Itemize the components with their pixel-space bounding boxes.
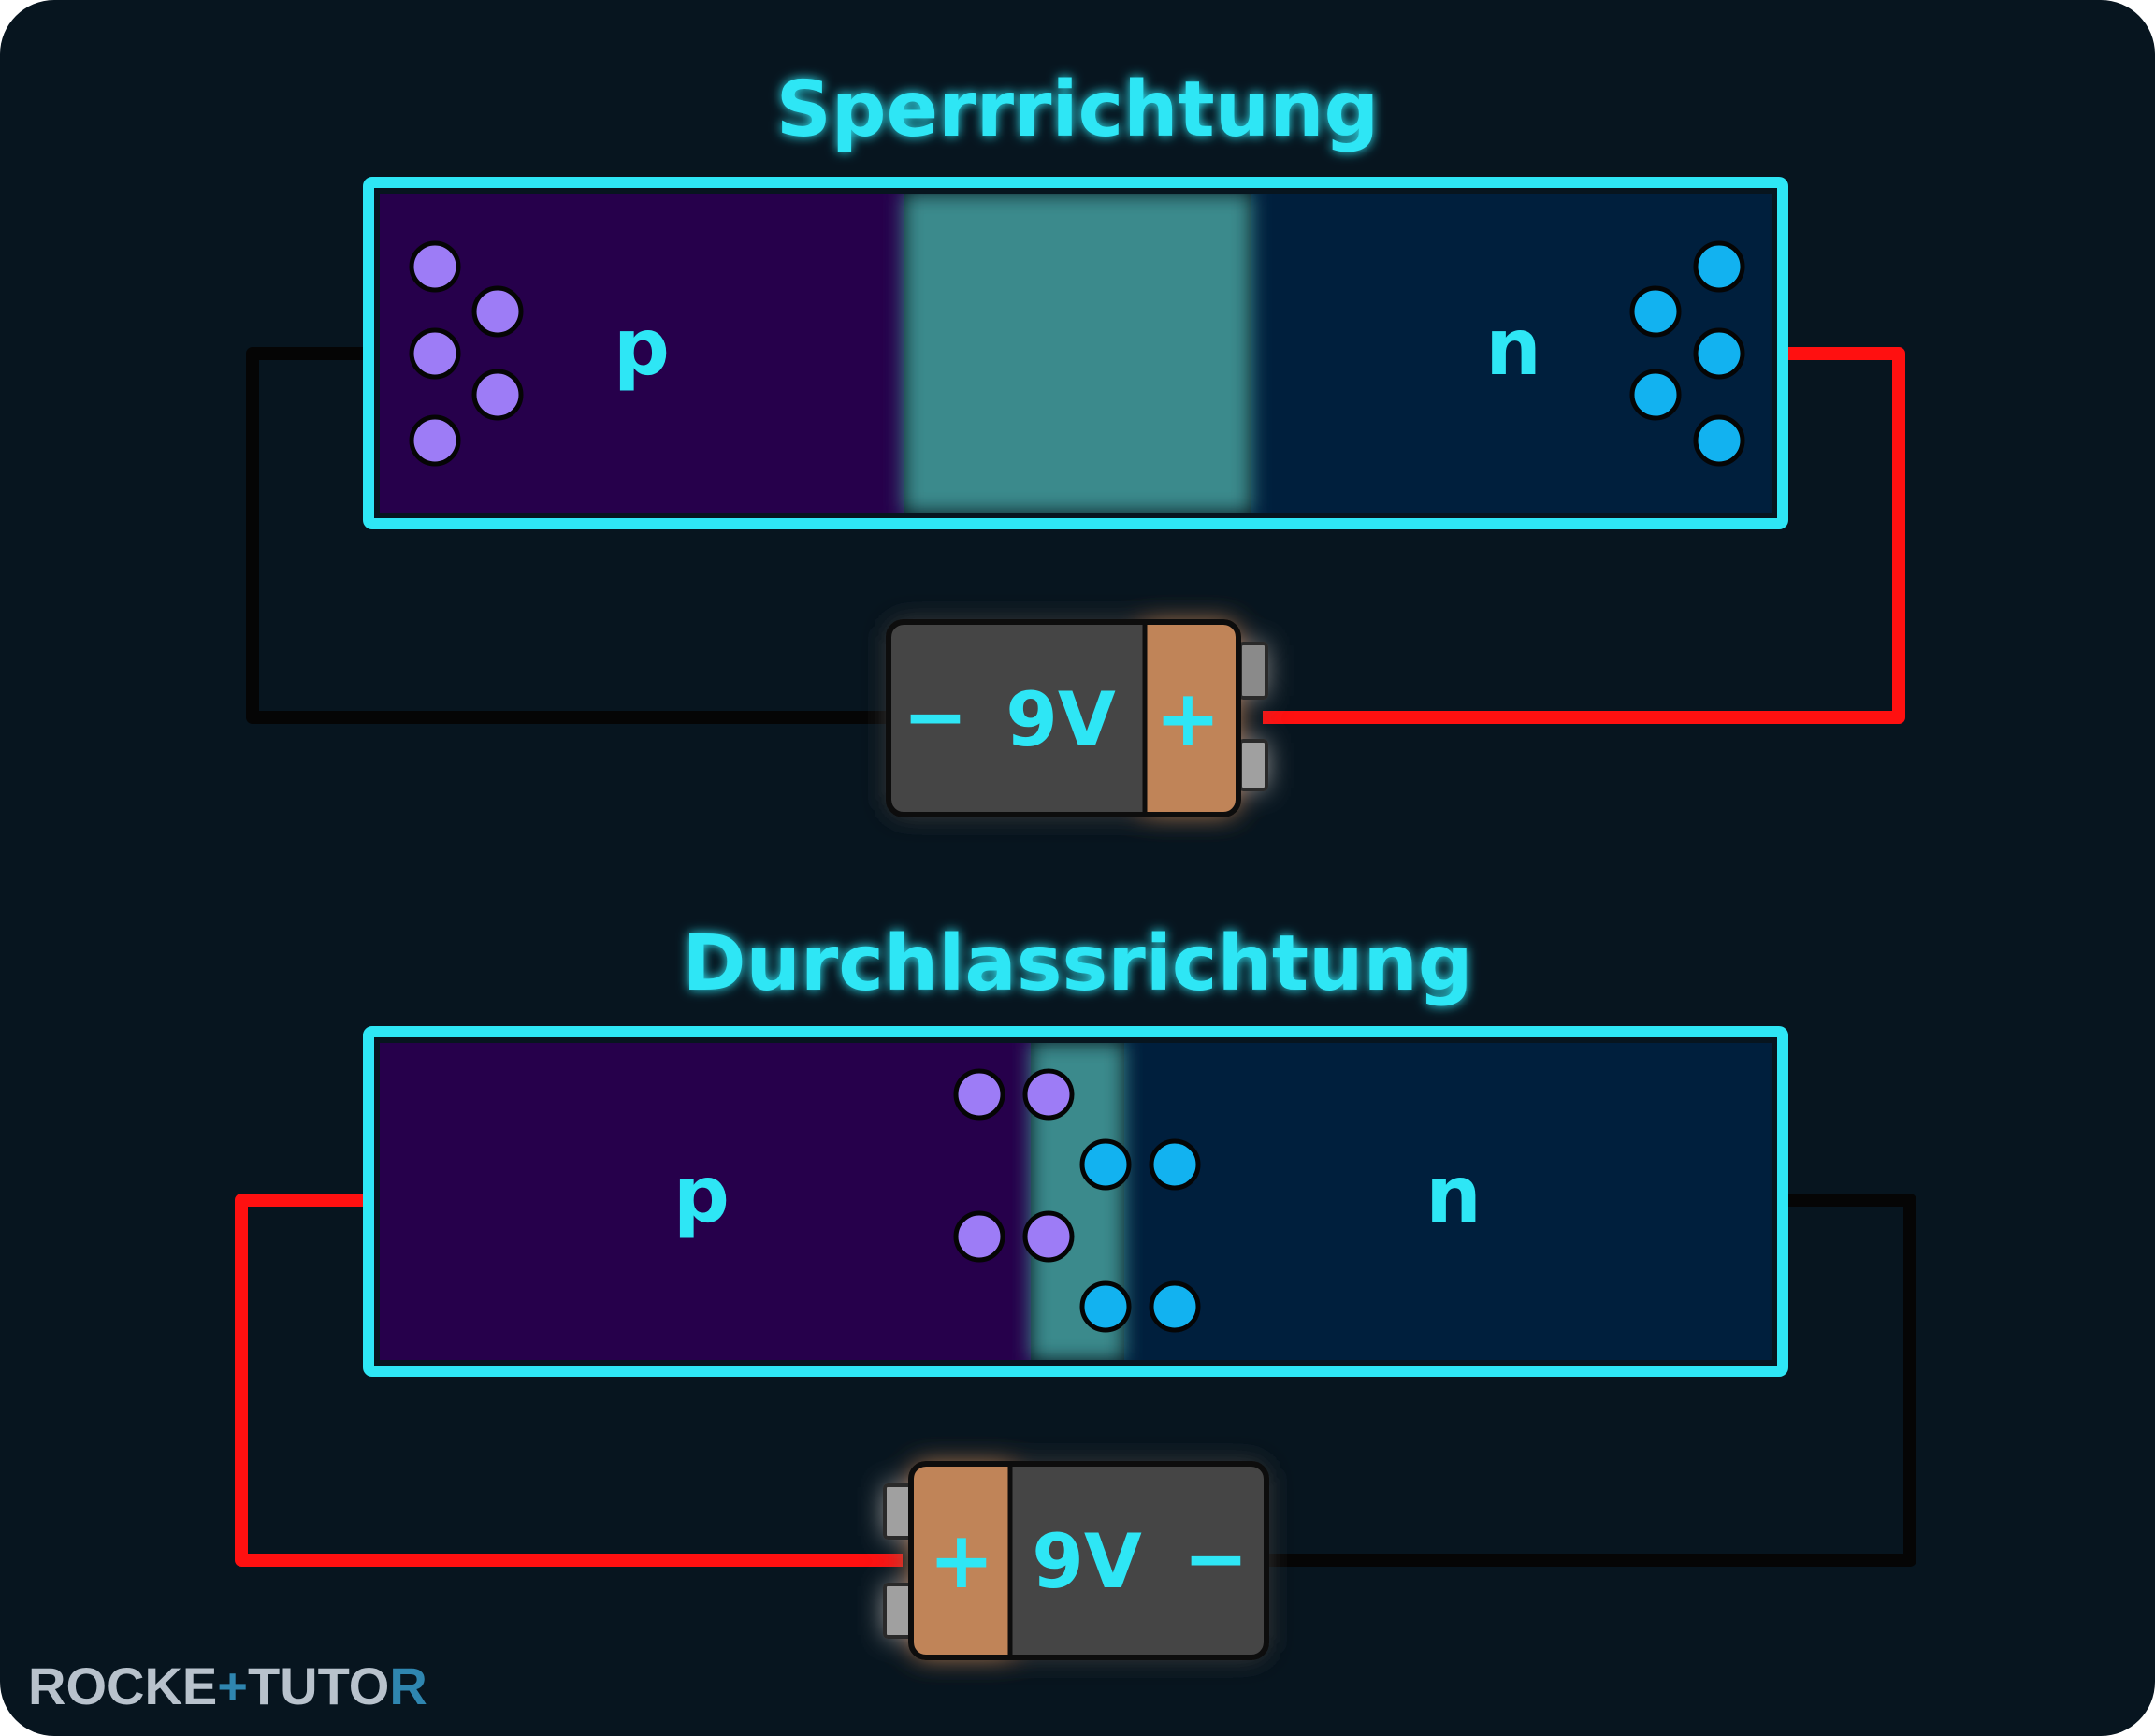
electron-dot (1693, 240, 1745, 293)
electron-dot (1149, 1138, 1201, 1191)
reverse-battery (886, 619, 1268, 817)
hole-dot (471, 369, 524, 421)
forward-battery-plus: + (929, 1514, 994, 1606)
reverse-n-region (1251, 194, 1772, 513)
forward-diode-frame (363, 1026, 1788, 1377)
forward-title: Durchlassrichtung (682, 919, 1472, 1008)
logo-part4: R (389, 1656, 427, 1715)
electron-dot (1629, 369, 1682, 421)
forward-p-region (380, 1043, 1031, 1360)
hole-dot (409, 414, 461, 467)
forward-p-label: p (673, 1149, 730, 1240)
logo-part2: + (217, 1656, 248, 1715)
reverse-p-region (380, 194, 904, 513)
forward-diode: p n (363, 1026, 1788, 1377)
logo-part1: ROCKE (28, 1656, 217, 1715)
logo-part3: TUTO (248, 1656, 389, 1715)
reverse-title: Sperrrichtung (776, 65, 1379, 154)
reverse-diode: p n (363, 177, 1788, 529)
reverse-battery-voltage: 9V (1005, 676, 1116, 763)
reverse-battery-minus: − (903, 671, 968, 762)
electron-dot (1693, 414, 1745, 467)
forward-battery-voltage: 9V (1032, 1518, 1142, 1605)
forward-wire-negative (1263, 1194, 1916, 1567)
hole-dot (1022, 1210, 1075, 1263)
reverse-n-label: n (1485, 301, 1541, 393)
electron-dot (1149, 1280, 1201, 1333)
hole-dot (953, 1068, 1005, 1121)
reverse-battery-plus: + (1155, 673, 1221, 764)
hole-dot (471, 285, 524, 338)
rockettutor-logo: ROCKE+TUTOR (28, 1656, 427, 1715)
forward-n-label: n (1425, 1149, 1482, 1240)
electron-dot (1693, 327, 1745, 380)
hole-dot (409, 240, 461, 293)
hole-dot (409, 327, 461, 380)
forward-battery-minus: − (1183, 1512, 1249, 1604)
electron-dot (1079, 1280, 1132, 1333)
forward-battery (883, 1461, 1269, 1660)
reverse-wire-positive (1263, 347, 1905, 724)
forward-n-region (1124, 1043, 1772, 1360)
hole-dot (953, 1210, 1005, 1263)
electron-dot (1629, 285, 1682, 338)
reverse-diode-frame (363, 177, 1788, 529)
hole-dot (1022, 1068, 1075, 1121)
reverse-depletion-zone (904, 194, 1251, 513)
forward-wire-positive (235, 1194, 903, 1567)
electron-dot (1079, 1138, 1132, 1191)
reverse-p-label: p (614, 301, 670, 393)
reverse-wire-negative (246, 347, 893, 724)
